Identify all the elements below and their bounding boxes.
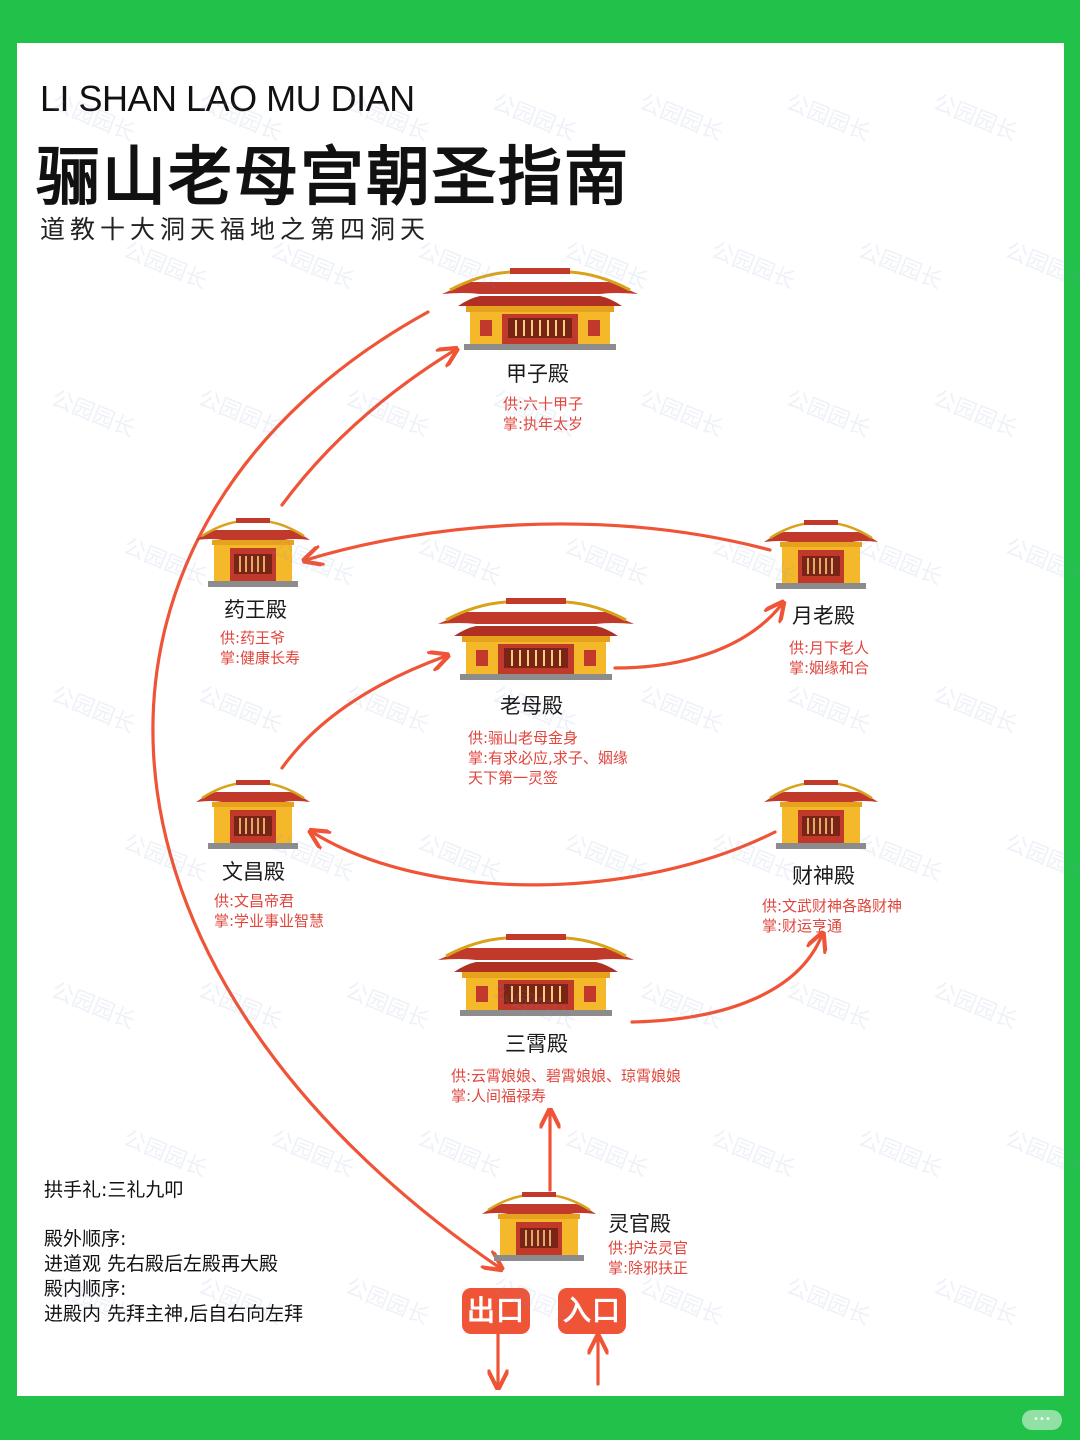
- temple-icon-lingguan: [480, 1192, 598, 1263]
- arrow-yaowang-to-jiazi: [280, 350, 455, 507]
- arrow-jiazi-to-exit: [151, 310, 500, 1268]
- greeting-note: 拱手礼:三礼九叩: [44, 1179, 184, 1201]
- hall-name-sanxiao: 三霄殿: [505, 1032, 568, 1056]
- hall-desc-line: 掌:健康长寿: [220, 649, 301, 667]
- hall-name-laomu: 老母殿: [500, 694, 563, 718]
- hall-desc-yaowang: 供:药王爷 掌:健康长寿: [220, 628, 300, 668]
- hall-desc-line: 掌:人间福禄寿: [451, 1087, 547, 1105]
- hall-desc-line: 掌:有求必应,求子、姻缘: [468, 749, 628, 767]
- hall-desc-line: 供:文武财神各路财神: [762, 897, 903, 915]
- arrow-wenchang-to-laomu: [280, 656, 446, 770]
- hall-desc-line: 供:护法灵官: [608, 1239, 689, 1257]
- hall-desc-line: 掌:除邪扶正: [608, 1259, 689, 1277]
- outside-order-title: 殿外顺序:: [44, 1228, 127, 1250]
- inside-order-title: 殿内顺序:: [44, 1278, 127, 1300]
- corner-logo-icon: •••: [1022, 1410, 1062, 1430]
- hall-name-jiazi: 甲子殿: [506, 362, 569, 386]
- hall-desc-jiazi: 供:六十甲子 掌:执年太岁: [503, 394, 583, 434]
- hall-name-wenchang: 文昌殿: [222, 860, 285, 884]
- exit-badge: 出口: [462, 1288, 530, 1334]
- arrow-yuelao-to-yaowang: [306, 522, 772, 560]
- hall-name-lingguan: 灵官殿: [608, 1212, 671, 1236]
- hall-desc-wenchang: 供:文昌帝君 掌:学业事业智慧: [214, 891, 324, 931]
- hall-desc-line: 供:文昌帝君: [214, 892, 295, 910]
- temple-icon-yuelao: [762, 520, 880, 591]
- hall-desc-yuelao: 供:月下老人 掌:姻缘和合: [789, 638, 869, 678]
- hall-desc-sanxiao: 供:云霄娘娘、碧霄娘娘、琼霄娘娘 掌:人间福禄寿: [451, 1066, 681, 1106]
- outside-order-text: 进道观 先右殿后左殿再大殿: [44, 1253, 279, 1275]
- hall-desc-line: 掌:姻缘和合: [789, 659, 870, 677]
- inside-order-text: 进殿内 先拜主神,后自右向左拜: [44, 1303, 304, 1325]
- subtitle: 道教十大洞天福地之第四洞天: [40, 215, 431, 244]
- arrow-sanxiao-to-caishen: [630, 935, 822, 1024]
- temple-icon-jiazi: [440, 268, 640, 352]
- hall-desc-line: 供:六十甲子: [503, 395, 584, 413]
- title-english: LI SHAN LAO MU DIAN: [40, 78, 415, 119]
- temple-icon-sanxiao: [436, 934, 636, 1018]
- hall-desc-line: 供:骊山老母金身: [468, 729, 579, 747]
- hall-desc-line: 天下第一灵签: [468, 769, 559, 787]
- hall-name-yuelao: 月老殿: [792, 604, 855, 628]
- title-chinese: 骊山老母宫朝圣指南: [36, 141, 630, 215]
- hall-desc-line: 供:云霄娘娘、碧霄娘娘、琼霄娘娘: [451, 1067, 682, 1085]
- hall-desc-line: 掌:执年太岁: [503, 415, 584, 433]
- hall-desc-lingguan: 供:护法灵官 掌:除邪扶正: [608, 1238, 688, 1278]
- temple-icon-wenchang: [194, 780, 312, 851]
- arrow-laomu-to-yuelao: [613, 604, 782, 670]
- temple-icon-laomu: [436, 598, 636, 682]
- temple-icon-yaowang: [194, 518, 312, 589]
- hall-desc-line: 供:药王爷: [220, 629, 286, 647]
- hall-desc-line: 供:月下老人: [789, 639, 870, 657]
- hall-desc-caishen: 供:文武财神各路财神 掌:财运亨通: [762, 896, 902, 936]
- etiquette-notes: 拱手礼:三礼九叩 殿外顺序: 进道观 先右殿后左殿再大殿 殿内顺序: 进殿内 先…: [44, 1178, 303, 1327]
- hall-name-yaowang: 药王殿: [224, 598, 287, 622]
- hall-name-caishen: 财神殿: [792, 864, 855, 888]
- hall-desc-line: 掌:财运亨通: [762, 917, 843, 935]
- hall-desc-laomu: 供:骊山老母金身 掌:有求必应,求子、姻缘 天下第一灵签: [468, 728, 628, 788]
- entrance-badge: 入口: [558, 1288, 626, 1334]
- hall-desc-line: 掌:学业事业智慧: [214, 912, 325, 930]
- temple-icon-caishen: [762, 780, 880, 851]
- arrow-caishen-to-wenchang: [312, 832, 777, 887]
